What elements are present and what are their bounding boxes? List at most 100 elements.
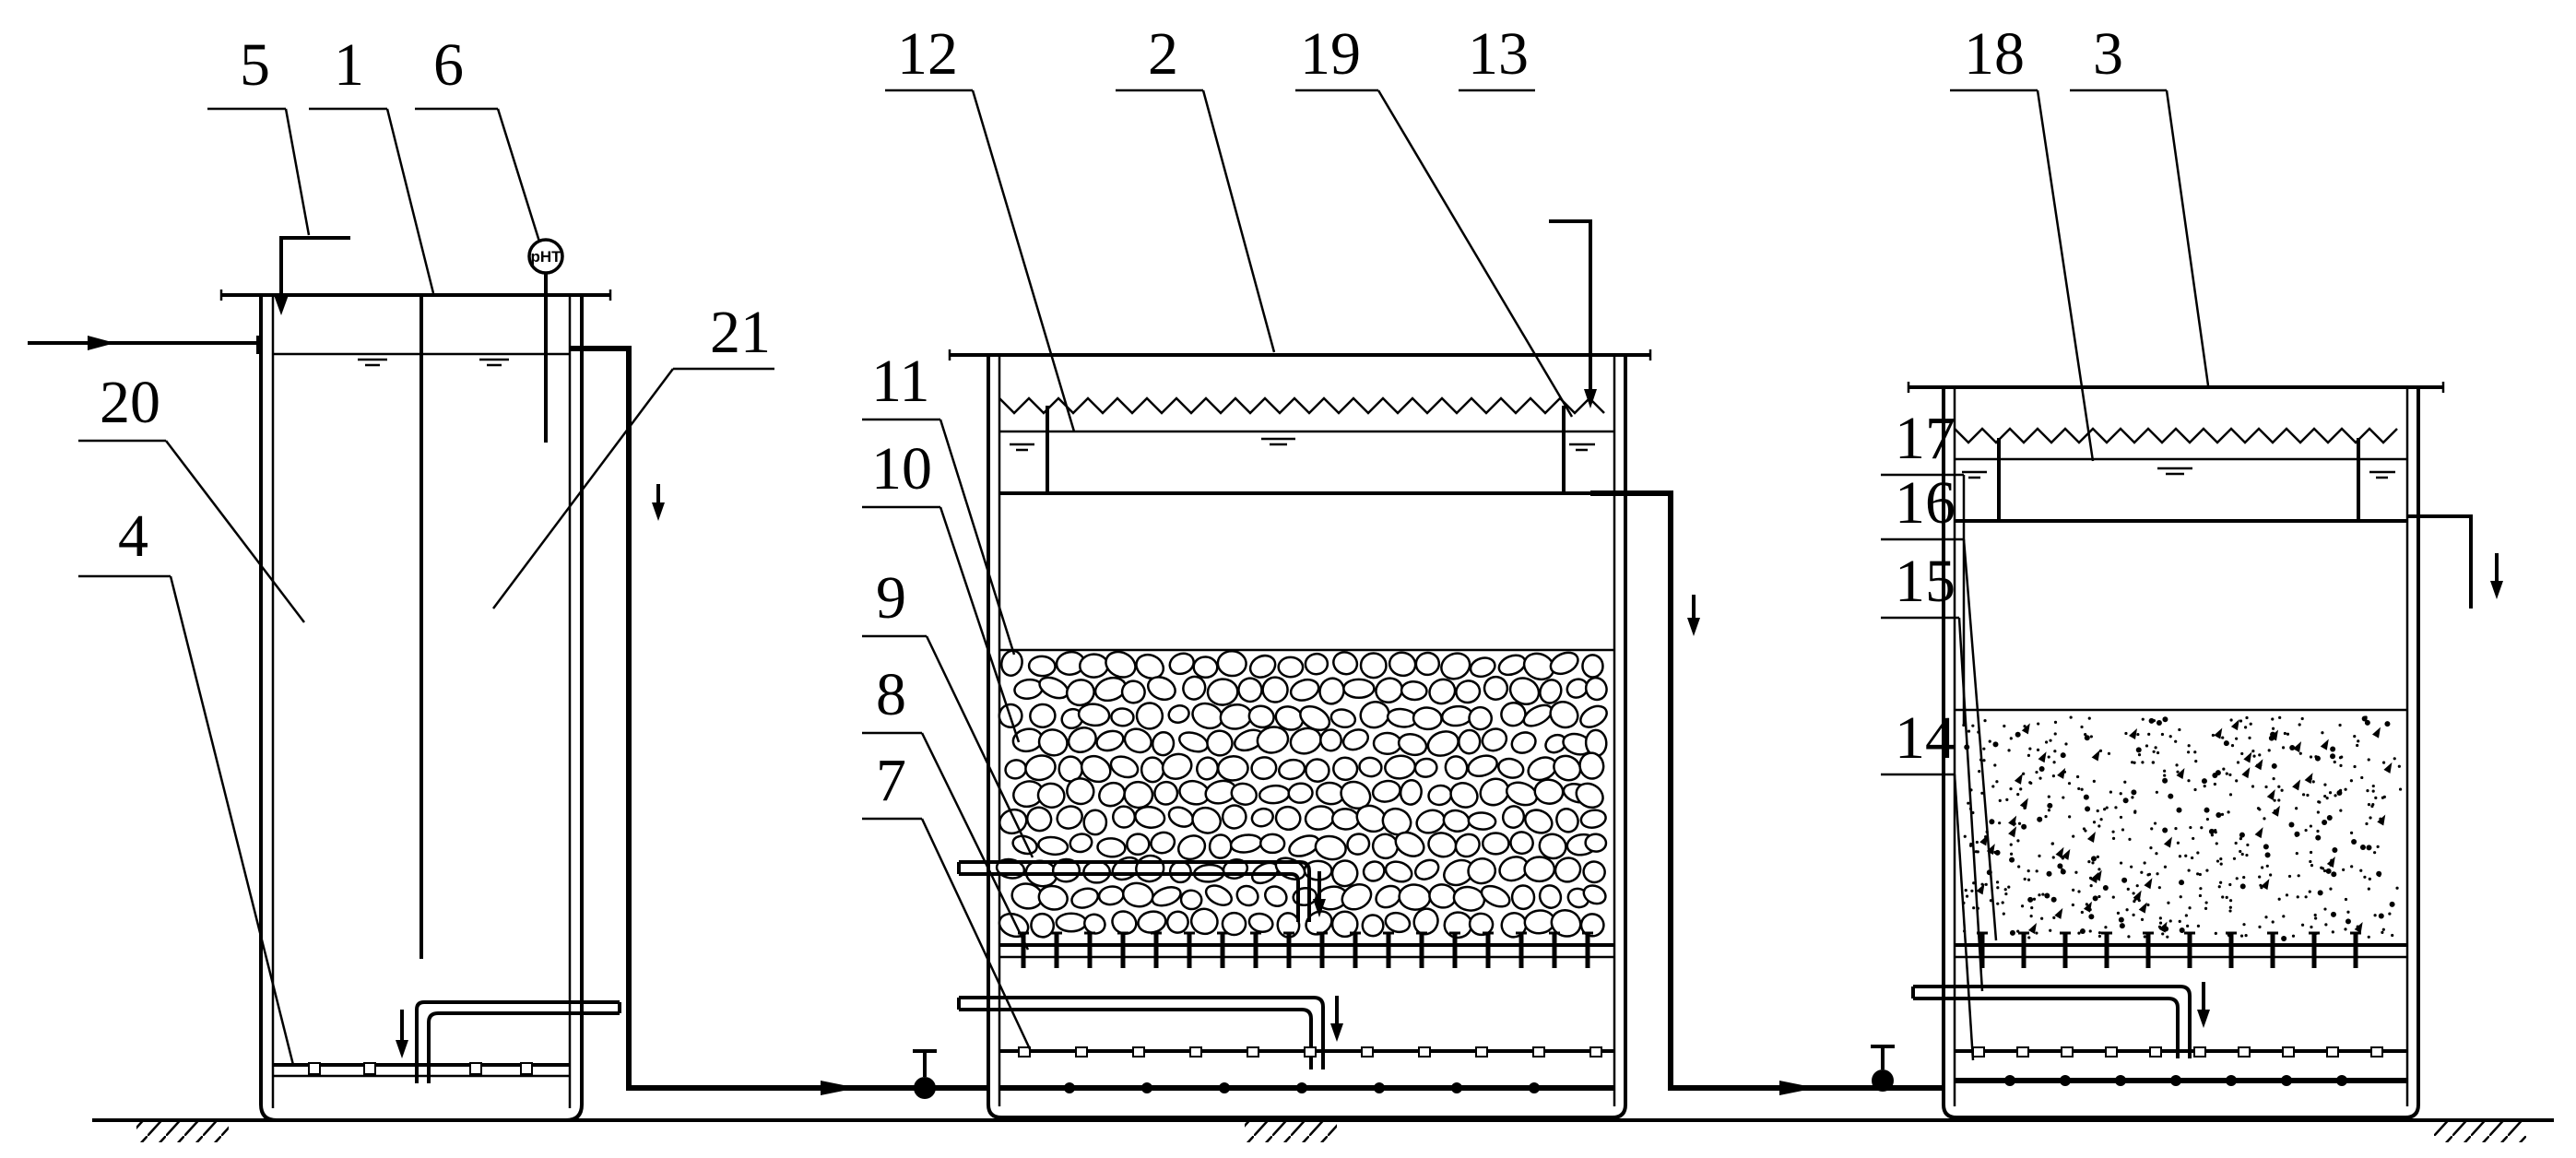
gravel-stone (1467, 811, 1497, 831)
sand-grain (2145, 744, 2149, 748)
gravel-stone (1414, 651, 1441, 677)
sand-grain (2093, 869, 2102, 881)
sand-grain (2133, 761, 2136, 764)
sand-grain (2005, 798, 2009, 802)
sand-grain (2179, 928, 2185, 934)
sand-grain (2389, 901, 2395, 907)
sand-grain (2332, 847, 2338, 854)
sand-grain (2111, 895, 2115, 899)
sand-grain (1998, 798, 2002, 802)
sand-grain (2316, 829, 2320, 833)
gravel-stone (1413, 858, 1440, 880)
gravel-stone (1161, 752, 1193, 780)
sand-grain (2296, 895, 2299, 899)
sand-grain (2351, 838, 2357, 845)
sand-grain (2297, 874, 2300, 878)
sand-grain (2384, 721, 2391, 727)
gravel-stone (1219, 703, 1253, 730)
gravel-stone (1314, 834, 1347, 861)
sand-grain (2191, 856, 2194, 860)
gravel-stone (1056, 805, 1083, 830)
sand-grain (2080, 725, 2084, 729)
sand-grain (2374, 796, 2378, 800)
sand-grain (2088, 929, 2092, 933)
sand-grain (2204, 901, 2208, 904)
gravel-stone (1120, 679, 1146, 704)
tank-3 (1907, 382, 2503, 1119)
gravel-stone (1168, 652, 1195, 676)
sand-grain (2147, 732, 2151, 736)
gravel-stone (1372, 731, 1402, 755)
gravel-stone (1206, 678, 1239, 706)
sand-grain (1965, 894, 1969, 898)
sand-grain (2350, 865, 2354, 868)
sand-grain (2157, 886, 2161, 890)
sand-grain (2009, 787, 2013, 791)
gravel-stone (1235, 884, 1259, 907)
sand-grain (2136, 732, 2140, 737)
gravel-stone (1578, 751, 1605, 780)
sand-grain (2333, 760, 2336, 764)
sand-grain (2049, 928, 2052, 932)
sand-grain (2111, 830, 2115, 833)
sand-grain (2249, 722, 2252, 726)
sand-grain (2088, 914, 2095, 920)
gravel-stone (1258, 833, 1286, 855)
gravel-stone (1153, 780, 1179, 806)
sand-grain (2382, 795, 2386, 798)
gravel-stone (1037, 835, 1069, 857)
sand-grain (2099, 818, 2103, 821)
sand-grain (2239, 832, 2245, 838)
sand-grain (2053, 720, 2058, 725)
sand-grain (2176, 841, 2180, 845)
sand-grain (2141, 717, 2145, 721)
tank-1: pHT (219, 236, 621, 1122)
gravel-stone (1510, 884, 1536, 911)
sand-grain (2178, 727, 2181, 732)
gravel-stone (1109, 755, 1140, 779)
aerator-hole (1418, 1046, 1431, 1058)
sand-grain (2310, 864, 2314, 868)
sand-grain (2163, 836, 2172, 848)
gravel-stone (1481, 832, 1510, 856)
sand-grain (2246, 843, 2250, 847)
sand-grain (2091, 750, 2100, 762)
sand-grain (2085, 903, 2088, 906)
sand-grain (2330, 746, 2336, 752)
gravel-stone (1579, 809, 1607, 830)
connecting-pipe-1-2 (570, 346, 988, 1091)
label-11: 11 (871, 348, 930, 415)
sand-grain (2280, 788, 2284, 792)
valve (1871, 1045, 1895, 1092)
sand-grain (2345, 918, 2351, 925)
sand-grain (2300, 923, 2305, 927)
sand-grain (2163, 865, 2168, 868)
gravel-stone (1468, 912, 1495, 937)
sand-grain (2003, 888, 2007, 892)
sand-grain (2215, 842, 2218, 845)
sand-grain (2204, 807, 2210, 813)
gravel-stone (1274, 705, 1305, 731)
sand-grain (2304, 773, 2313, 785)
aerator-hole (2193, 1046, 2206, 1058)
sand-grain (2158, 921, 2163, 925)
sand-grain (1984, 882, 1988, 886)
label-16: 16 (1895, 469, 1956, 537)
gravel-stone (1151, 886, 1182, 907)
sand-grain (2036, 748, 2040, 751)
gravel-stone (1582, 860, 1606, 884)
gravel-stone (1397, 732, 1428, 757)
sand-grain (2366, 845, 2372, 851)
gravel-stone (1150, 831, 1176, 855)
aerator-hole (2370, 1046, 2383, 1058)
gravel-stone (1258, 784, 1291, 805)
sand-grain (2040, 916, 2044, 920)
sand-grain (2162, 827, 2168, 833)
sand-grain (2179, 895, 2182, 899)
sand-grain (2325, 868, 2332, 874)
gravel-stone (1428, 678, 1457, 705)
sand-grain (1976, 850, 1979, 854)
water-level-symbol (1962, 470, 1987, 479)
sand-grain (2114, 806, 2118, 809)
sand-grain (2266, 789, 2275, 801)
